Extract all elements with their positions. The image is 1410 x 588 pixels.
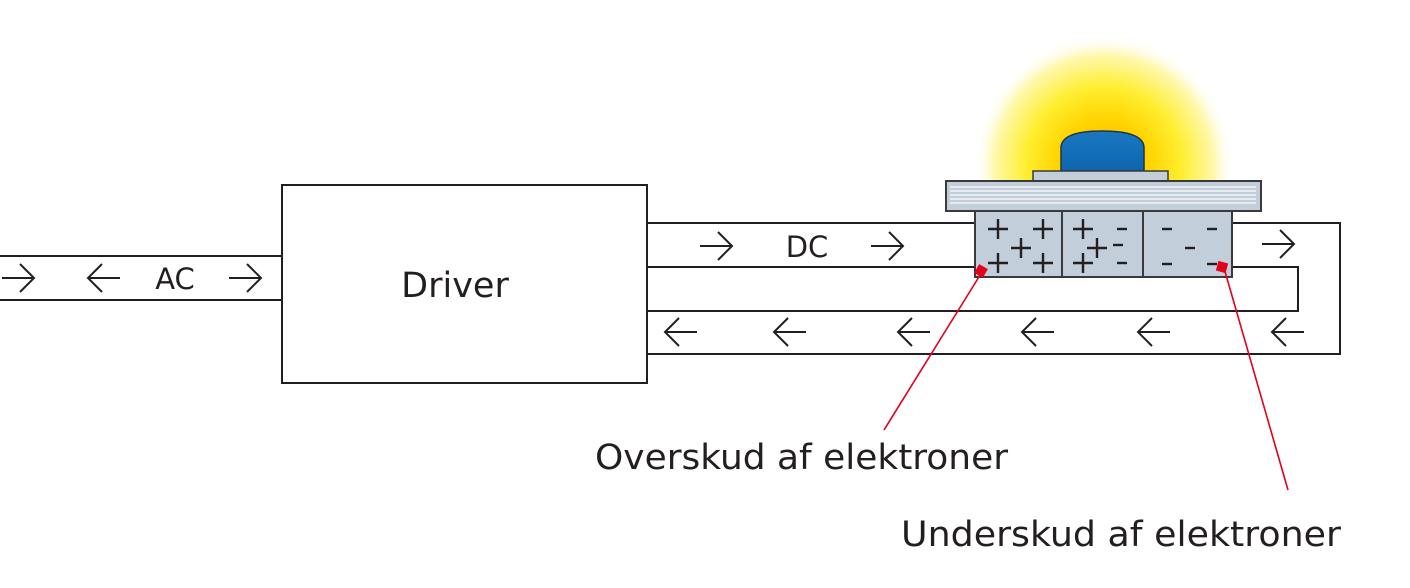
arrow-left-icon (1020, 317, 1054, 347)
led-lens-plate (945, 180, 1262, 212)
arrow-left-icon (772, 317, 806, 347)
arrow-left-icon (1136, 317, 1170, 347)
deficit-electrons-label: Underskud af elektroner (901, 515, 1342, 555)
junction-charges (1073, 219, 1127, 273)
ac-label: AC (155, 262, 195, 296)
n-region-charges (1162, 227, 1217, 266)
led-die-plate (1032, 170, 1169, 182)
arrow-left-icon (663, 317, 697, 347)
arrow-right-icon (229, 263, 263, 293)
arrow-right-icon (1262, 229, 1296, 259)
excess-leader (883, 264, 988, 431)
dc-wire (647, 222, 1341, 355)
led-p-region (974, 210, 1063, 278)
excess-marker (974, 264, 988, 278)
arrow-right-icon (2, 263, 36, 293)
arrow-right-icon (871, 231, 905, 261)
driver-box (281, 184, 648, 384)
dc-label: DC (786, 230, 829, 264)
deficit-marker (1215, 260, 1229, 274)
led-junction-region (1061, 210, 1144, 278)
arrow-left-icon (86, 263, 120, 293)
p-region-charges (988, 219, 1053, 273)
dc-forward-arrows (700, 229, 1296, 261)
led (945, 130, 1262, 278)
led-dome (1060, 130, 1145, 172)
driver-label: Driver (401, 266, 509, 306)
return-arrows (663, 317, 1304, 347)
arrow-left-icon (896, 317, 930, 347)
ac-arrows (2, 263, 263, 293)
arrow-left-icon (1270, 317, 1304, 347)
deficit-leader (1215, 260, 1289, 491)
ac-wire (0, 255, 282, 301)
arrow-right-icon (700, 231, 734, 261)
excess-electrons-label: Overskud af elektroner (595, 438, 1009, 478)
